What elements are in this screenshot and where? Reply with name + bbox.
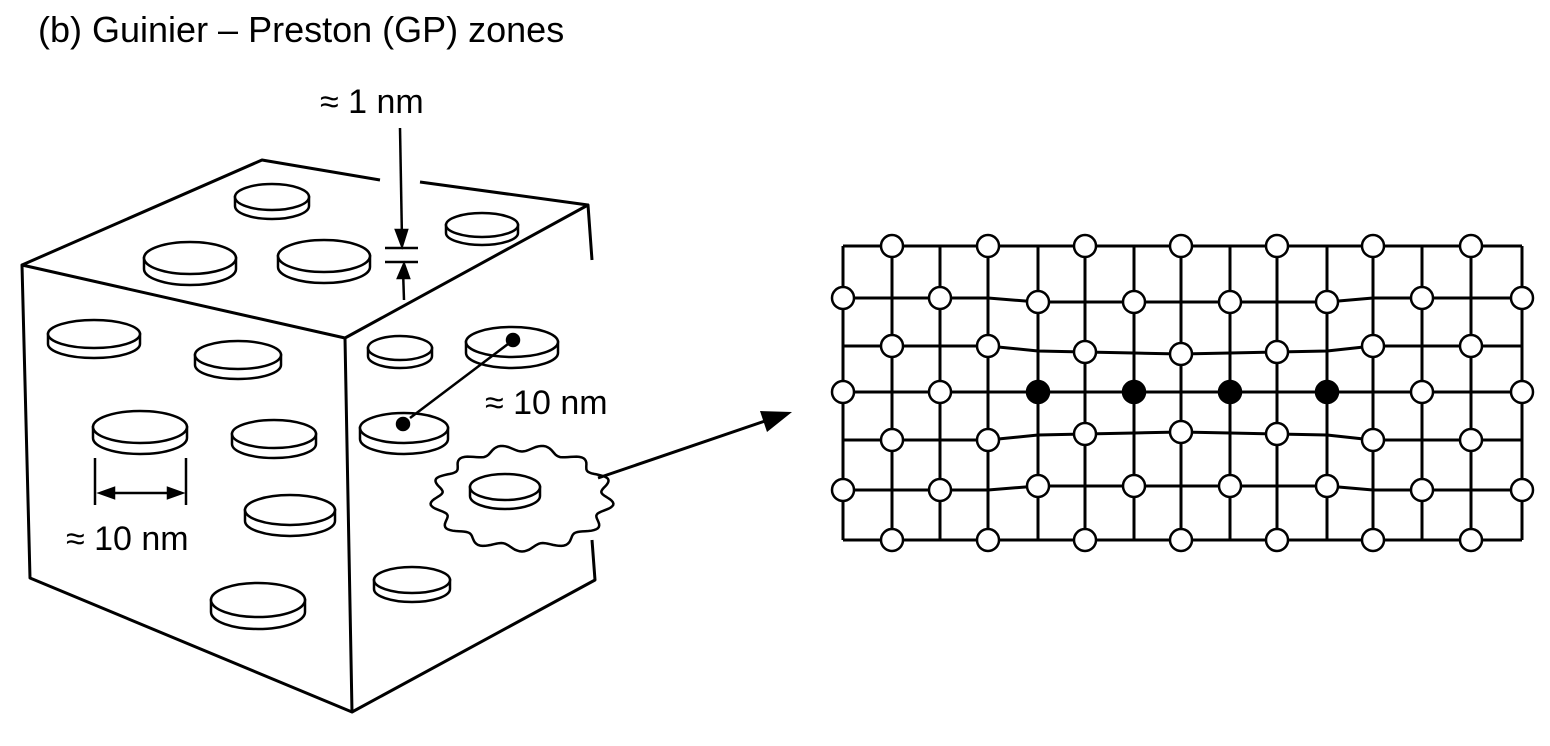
- diameter-dimension: [93, 458, 188, 505]
- matrix-atom: [1072, 339, 1098, 365]
- gp-zone-disc: [193, 339, 283, 381]
- matrix-atom: [1264, 233, 1290, 259]
- matrix-atom: [1360, 427, 1386, 453]
- matrix-atom: [879, 427, 905, 453]
- matrix-atom: [1360, 233, 1386, 259]
- solute-atom: [1025, 379, 1051, 405]
- matrix-atom: [1458, 427, 1484, 453]
- matrix-atom: [1168, 527, 1194, 553]
- gp-zone-disc: [276, 238, 372, 285]
- gp-zone-disc: [366, 334, 434, 370]
- matrix-atom: [1168, 419, 1194, 445]
- diameter-label: ≈ 10 nm: [66, 520, 189, 558]
- matrix-atom: [1314, 473, 1340, 499]
- matrix-atom: [1409, 379, 1435, 405]
- matrix-atom: [1509, 379, 1535, 405]
- gp-zone-disc: [233, 182, 311, 221]
- matrix-atom: [1409, 477, 1435, 503]
- matrix-atom: [830, 285, 856, 311]
- thickness-dimension: [385, 127, 418, 301]
- matrix-atom: [1509, 285, 1535, 311]
- matrix-atom: [1121, 289, 1147, 315]
- matrix-atom: [975, 427, 1001, 453]
- lattice-atoms: [830, 233, 1535, 553]
- matrix-atom: [1360, 527, 1386, 553]
- gp-zone-disc: [468, 472, 542, 511]
- matrix-atom: [975, 527, 1001, 553]
- matrix-atom: [1072, 527, 1098, 553]
- matrix-atom: [975, 233, 1001, 259]
- matrix-atom: [1264, 339, 1290, 365]
- matrix-atom: [1217, 473, 1243, 499]
- solute-atom: [1217, 379, 1243, 405]
- matrix-atom: [879, 333, 905, 359]
- figure-title: (b) Guinier – Preston (GP) zones: [38, 9, 564, 50]
- matrix-atom: [1168, 341, 1194, 367]
- matrix-atom: [927, 379, 953, 405]
- matrix-atom: [1509, 477, 1535, 503]
- matrix-atom: [1264, 527, 1290, 553]
- solute-atom: [1314, 379, 1340, 405]
- magnify-arrow: [597, 418, 769, 480]
- matrix-atom: [1121, 473, 1147, 499]
- gp-zone-discs: [46, 182, 560, 631]
- matrix-atom: [1458, 527, 1484, 553]
- matrix-atom: [1360, 333, 1386, 359]
- gp-zone-disc: [91, 409, 189, 456]
- matrix-atom: [1025, 473, 1051, 499]
- gp-zone-disc: [372, 565, 452, 604]
- gp-zone-disc: [230, 418, 318, 460]
- matrix-atom: [927, 285, 953, 311]
- thickness-label: ≈ 1 nm: [320, 83, 424, 121]
- matrix-atom: [830, 379, 856, 405]
- matrix-atom: [1025, 289, 1051, 315]
- cube-top-face: [21, 158, 589, 267]
- solute-atom: [1121, 379, 1147, 405]
- matrix-atom: [927, 477, 953, 503]
- gp-zone-disc: [444, 211, 520, 247]
- gp-zone-disc: [46, 318, 142, 360]
- crystal-cube: [20, 158, 597, 714]
- matrix-atom: [975, 333, 1001, 359]
- matrix-atom: [830, 477, 856, 503]
- spacing-dimension: [395, 332, 521, 432]
- matrix-atom: [879, 233, 905, 259]
- atomic-lattice: [830, 233, 1535, 553]
- gp-zone-disc: [209, 581, 307, 631]
- matrix-atom: [1072, 233, 1098, 259]
- gp-zone-disc: [243, 493, 337, 538]
- gp-zone-disc: [142, 240, 238, 287]
- matrix-atom: [1217, 289, 1243, 315]
- matrix-atom: [1458, 233, 1484, 259]
- matrix-atom: [879, 527, 905, 553]
- matrix-atom: [1314, 289, 1340, 315]
- spacing-label: ≈ 10 nm: [485, 384, 608, 422]
- matrix-atom: [1072, 421, 1098, 447]
- matrix-atom: [1458, 333, 1484, 359]
- matrix-atom: [1409, 285, 1435, 311]
- matrix-atom: [1168, 233, 1194, 259]
- magnify-arrowhead: [760, 411, 792, 432]
- matrix-atom: [1264, 421, 1290, 447]
